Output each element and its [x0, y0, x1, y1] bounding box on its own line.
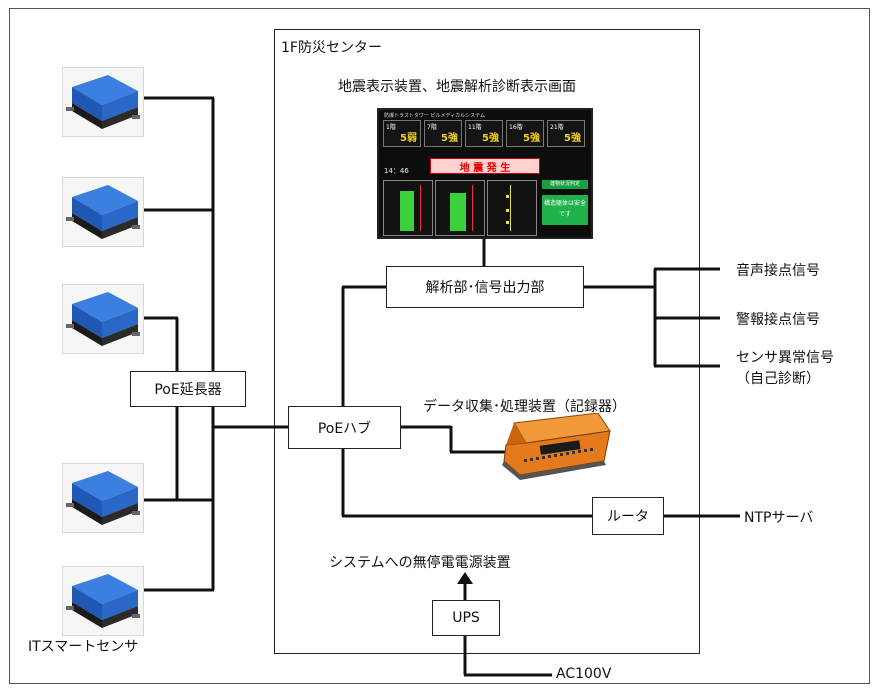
floor-intensity: 5強 [482, 133, 499, 144]
floor-tile: 1階 5弱 [383, 120, 421, 147]
floor-label: 1階 [386, 124, 396, 131]
ac-label: AC100V [556, 666, 612, 682]
floor-tile: 7階 5強 [424, 120, 462, 147]
it-smart-sensor [61, 565, 145, 640]
display-caption: 地震表示装置、地震解析診断表示画面 [338, 79, 576, 95]
floor-label: 21階 [550, 124, 564, 131]
recorder-device [502, 413, 611, 480]
poe-extender-box: PoE延長器 [130, 371, 246, 407]
ups-caption: システムへの無停電電源装置 [329, 555, 511, 571]
floor-intensity: 5強 [523, 133, 540, 144]
monitor-time: 14：46 [384, 167, 409, 175]
level-panel-2 [435, 180, 485, 236]
floor-intensity: 5強 [441, 133, 458, 144]
level-panel-3 [487, 180, 537, 236]
it-smart-sensor [61, 66, 145, 141]
alert-text: 地 震 発 生 [459, 162, 511, 174]
floor-label: 11階 [468, 124, 482, 131]
outer-frame [9, 8, 870, 684]
status-top: 建物状況判定 [542, 180, 588, 189]
disaster-center-box [274, 29, 700, 654]
router-box: ルータ [592, 497, 664, 535]
ntp-label: NTPサーバ [744, 510, 814, 526]
signal-voice: 音声接点信号 [736, 263, 820, 279]
it-smart-sensor [61, 283, 145, 358]
sensors-label: ITスマートセンサ [28, 639, 139, 655]
monitor-header: 防爆トラストタワー ビルメディカルシステム [384, 113, 485, 119]
alert-banner: 地 震 発 生 [430, 158, 540, 174]
level-panel-1 [383, 180, 433, 236]
center-title: 1F防災センター [281, 40, 382, 56]
status-main: 構造躯体は安全です [542, 195, 588, 225]
floor-intensity: 5弱 [400, 133, 417, 144]
it-smart-sensor [61, 176, 145, 251]
floor-label: 7階 [427, 124, 437, 131]
signal-self-diagnosis: （自己診断） [736, 371, 820, 387]
ups-box: UPS [432, 600, 500, 636]
floor-intensity: 5強 [564, 133, 581, 144]
it-smart-sensor [61, 462, 145, 537]
floor-label: 16階 [509, 124, 523, 131]
analysis-box: 解析部･信号出力部 [386, 266, 584, 308]
signal-alarm: 警報接点信号 [736, 312, 820, 328]
recorder-label: データ収集･処理装置（記録器） [423, 399, 626, 415]
signal-sensor-error: センサ異常信号 [736, 350, 834, 366]
status-panel: 建物状況判定 構造躯体は安全です [542, 180, 588, 234]
poe-hub-box: PoEハブ [288, 406, 401, 449]
